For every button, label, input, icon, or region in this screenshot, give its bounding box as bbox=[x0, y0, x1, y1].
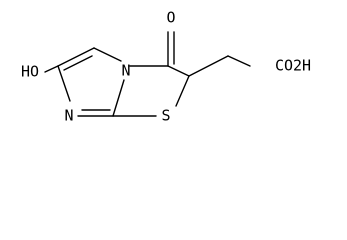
chemical-structure-diagram: HO N N S O CO2H bbox=[21, 9, 311, 125]
bond-c7a-n4 bbox=[112, 79, 125, 117]
bond-lines bbox=[44, 31, 251, 117]
bond-c6-c5-double bbox=[63, 55, 93, 71]
bond-c3-c2 bbox=[167, 65, 190, 77]
ring-sulfur-label: S bbox=[161, 107, 170, 125]
acid-group-label: CO2H bbox=[275, 57, 311, 75]
ring-nitrogen-label: N bbox=[64, 107, 73, 125]
bond-ho-c6 bbox=[44, 65, 59, 73]
ring-nitrogen-bridge-label: N bbox=[121, 62, 130, 80]
bond-c2-ch2 bbox=[188, 55, 229, 77]
bond-c6-c5 bbox=[57, 47, 95, 67]
atom-labels: HO N N S O CO2H bbox=[21, 9, 311, 125]
bond-c5-n4 bbox=[93, 47, 122, 62]
carbonyl-oxygen-label: O bbox=[166, 9, 175, 27]
bond-c2-s bbox=[175, 75, 190, 107]
hydroxyl-label: HO bbox=[21, 63, 39, 81]
bond-c6-n1 bbox=[57, 65, 71, 102]
bond-ch2-cooh bbox=[227, 55, 251, 67]
